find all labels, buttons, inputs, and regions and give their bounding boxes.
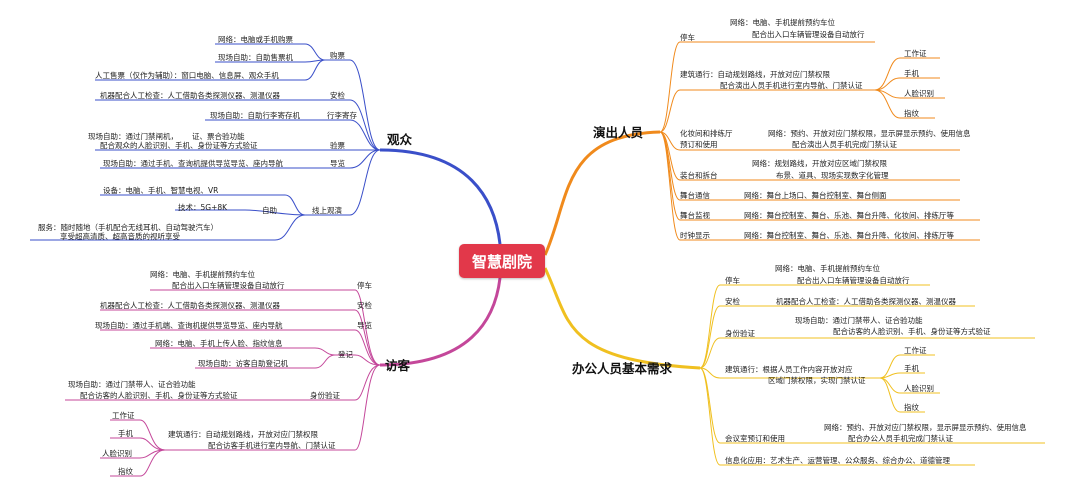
visitors-verify-item: 现场自助：通过门禁带人、证合验功能 xyxy=(68,380,196,389)
visitors-verify: 身份验证 xyxy=(310,391,340,400)
visitors-register-item: 网络：电脑、手机上传人脸、指纹信息 xyxy=(155,339,283,348)
visitors-parking-item: 网络：电脑、手机提前预约车位 xyxy=(150,270,255,279)
performers-comm-item: 网络：舞台上场口、舞台控制室、舞台侧面 xyxy=(744,191,887,200)
office-info: 信息化应用：艺术生产、运营管理、公众服务、综合办公、道德管理 xyxy=(725,456,950,465)
branch-audience: 观众 xyxy=(387,132,413,147)
office-parking: 停车 xyxy=(725,276,740,285)
visitors-id-item: 工作证 xyxy=(112,411,135,420)
office-id-item: 指纹 xyxy=(904,403,919,412)
performers-stage-item: 布景、道具、现场实现数字化管理 xyxy=(776,171,889,180)
audience-lines xyxy=(30,43,381,241)
performers-id-item: 人脸识别 xyxy=(904,89,934,98)
visitors-parking-item: 配合出入口车辆管理设备自动放行 xyxy=(172,281,285,290)
branch-connector-visitors xyxy=(379,277,502,367)
audience-security: 安检 xyxy=(330,91,345,100)
office-parking-item: 网络：电脑、手机提前预约车位 xyxy=(775,264,880,273)
branch-office: 办公人员基本需求 xyxy=(572,361,673,376)
audience-guide: 导览 xyxy=(330,159,345,168)
audience-service: 享受超高清质、超高音质的视听享受 xyxy=(60,232,180,241)
performers-parking-item: 网络：电脑、手机提前预约车位 xyxy=(730,18,835,27)
office-security-item: 机器配合人工检查：人工借助各类探测仪器、测温仪器 xyxy=(776,297,956,306)
office-meeting-item: 配合办公人员手机完成门禁认证 xyxy=(848,434,953,443)
audience-device: 设备：电脑、手机、智慧电视、VR xyxy=(103,186,219,195)
performers-clock: 时钟显示 xyxy=(680,231,710,240)
audience-ticket: 购票 xyxy=(330,51,345,60)
visitors-verify-item: 配合访客的人脸识别、手机、身份证等方式验证 xyxy=(80,391,238,400)
office-security: 安检 xyxy=(725,297,740,306)
performers-comm: 舞台通信 xyxy=(680,191,710,200)
branch-visitors: 访客 xyxy=(385,358,411,373)
visitors-lines xyxy=(65,289,381,477)
visitors-id-item: 手机 xyxy=(118,429,133,438)
office-verify-item: 配合访客的人脸识别、手机、身份证等方式验证 xyxy=(833,327,991,336)
office-verify: 身份验证 xyxy=(725,329,755,338)
performers-clock-item: 网络：舞台控制室、舞台、乐池、舞台升降、化妆间、排练厅等 xyxy=(744,231,954,240)
office-meeting-item: 网络：预约、开放对应门禁权限，显示屏显示预约、使用信息 xyxy=(824,423,1027,432)
audience-ticket-item: 人工售票（仅作为辅助）：窗口电脑、信息屏、观众手机 xyxy=(95,71,279,80)
performers-dressing: 化妆间和排练厅 xyxy=(680,129,733,138)
audience-service: 服务：随时随地（手机配合无线耳机、自动驾驶汽车） xyxy=(38,223,218,232)
visitors-security-item: 机器配合人工检查：人工借助各类探测仪器、测温仪器 xyxy=(100,301,280,310)
office-id-item: 人脸识别 xyxy=(904,384,934,393)
office-lines xyxy=(699,284,1045,466)
visitors-id-item: 指纹 xyxy=(118,467,133,476)
performers-lines xyxy=(659,41,980,241)
visitors-register: 登记 xyxy=(338,350,353,359)
performers-parking-item: 配合出入口车辆管理设备自动放行 xyxy=(752,30,865,39)
office-access-item: 建筑通行：根据人员工作内容开放对应 xyxy=(725,365,853,374)
branch-connector-performers xyxy=(543,130,661,256)
visitors-id-item: 人脸识别 xyxy=(102,449,132,458)
branch-connector-office xyxy=(543,267,701,370)
audience-luggage: 行李寄存 xyxy=(327,111,357,120)
performers-dressing: 预订和使用 xyxy=(680,140,718,149)
visitors-security: 安检 xyxy=(357,301,372,310)
visitors-access-item: 建筑通行：自动规划路线，开放对应门禁权限 xyxy=(168,430,318,439)
audience-checkin-item: 现场自助：通过门禁闸机， xyxy=(88,132,178,141)
performers-dressing-item: 网络：预约、开放对应门禁权限，显示屏显示预约、使用信息 xyxy=(768,129,971,138)
audience-online: 线上观演 xyxy=(312,206,342,215)
performers-id-item: 手机 xyxy=(904,69,919,78)
office-parking-item: 配合出入口车辆管理设备自动放行 xyxy=(797,276,910,285)
center-node: 智慧剧院 xyxy=(459,244,545,278)
visitors-parking: 停车 xyxy=(357,281,372,290)
performers-id-item: 工作证 xyxy=(904,49,927,58)
office-verify-item: 现场自助：通过门禁带人、证合验功能 xyxy=(795,316,923,325)
visitors-access-item: 配合访客手机进行室内导航、门禁认证 xyxy=(208,441,336,450)
audience-ticket-item: 网络：电脑或手机购票 xyxy=(218,35,293,44)
office-id-item: 工作证 xyxy=(904,346,927,355)
branch-performers: 演出人员 xyxy=(593,125,644,140)
performers-access-item: 配合演出人员手机进行室内导航、门禁认证 xyxy=(720,81,863,90)
performers-stage: 装台和拆台 xyxy=(680,171,718,180)
performers-id-item: 指纹 xyxy=(904,109,919,118)
performers-dressing-item: 配合演出人员手机完成门禁认证 xyxy=(792,140,897,149)
office-meeting: 会议室预订和使用 xyxy=(725,434,785,443)
office-id-item: 手机 xyxy=(904,364,919,373)
audience-tech: 技术：5G+8K xyxy=(178,203,228,212)
performers-parking: 停车 xyxy=(680,33,695,42)
audience-checkin-item: 配合观众的人脸识别、手机、身份证等方式验证 xyxy=(100,141,258,150)
audience-ticket-item: 现场自助：自助售票机 xyxy=(218,53,293,62)
visitors-guide: 导览 xyxy=(357,321,372,330)
audience-checkin: 验票 xyxy=(330,141,345,150)
performers-stage-item: 网络：规划路线，开放对应区域门禁权限 xyxy=(752,159,887,168)
audience-luggage-item: 现场自助：自助行李寄存机 xyxy=(210,111,300,120)
performers-access: 建筑通行：自动规划路线，开放对应门禁权限 xyxy=(680,70,830,79)
performers-monitor-item: 网络：舞台控制室、舞台、乐池、舞台升降、化妆间、排练厅等 xyxy=(744,211,954,220)
audience-checkin-item: 证、票合验功能 xyxy=(192,132,245,141)
performers-monitor: 舞台监视 xyxy=(680,211,710,220)
visitors-guide-item: 现场自助：通过手机端、查询机提供导览导览、座内导航 xyxy=(95,321,283,330)
office-access-item: 区域门禁权限，实现门禁认证 xyxy=(768,376,866,385)
audience-guide-item: 现场自助：通过手机、查询机提供导览导览、座内导航 xyxy=(103,159,283,168)
visitors-register-item: 现场自助：访客自助登记机 xyxy=(198,359,288,368)
audience-auto: 自助 xyxy=(262,206,277,215)
branch-connector-audience xyxy=(379,148,502,245)
audience-security-item: 机器配合人工检查：人工借助各类探测仪器、测温仪器 xyxy=(100,91,280,100)
